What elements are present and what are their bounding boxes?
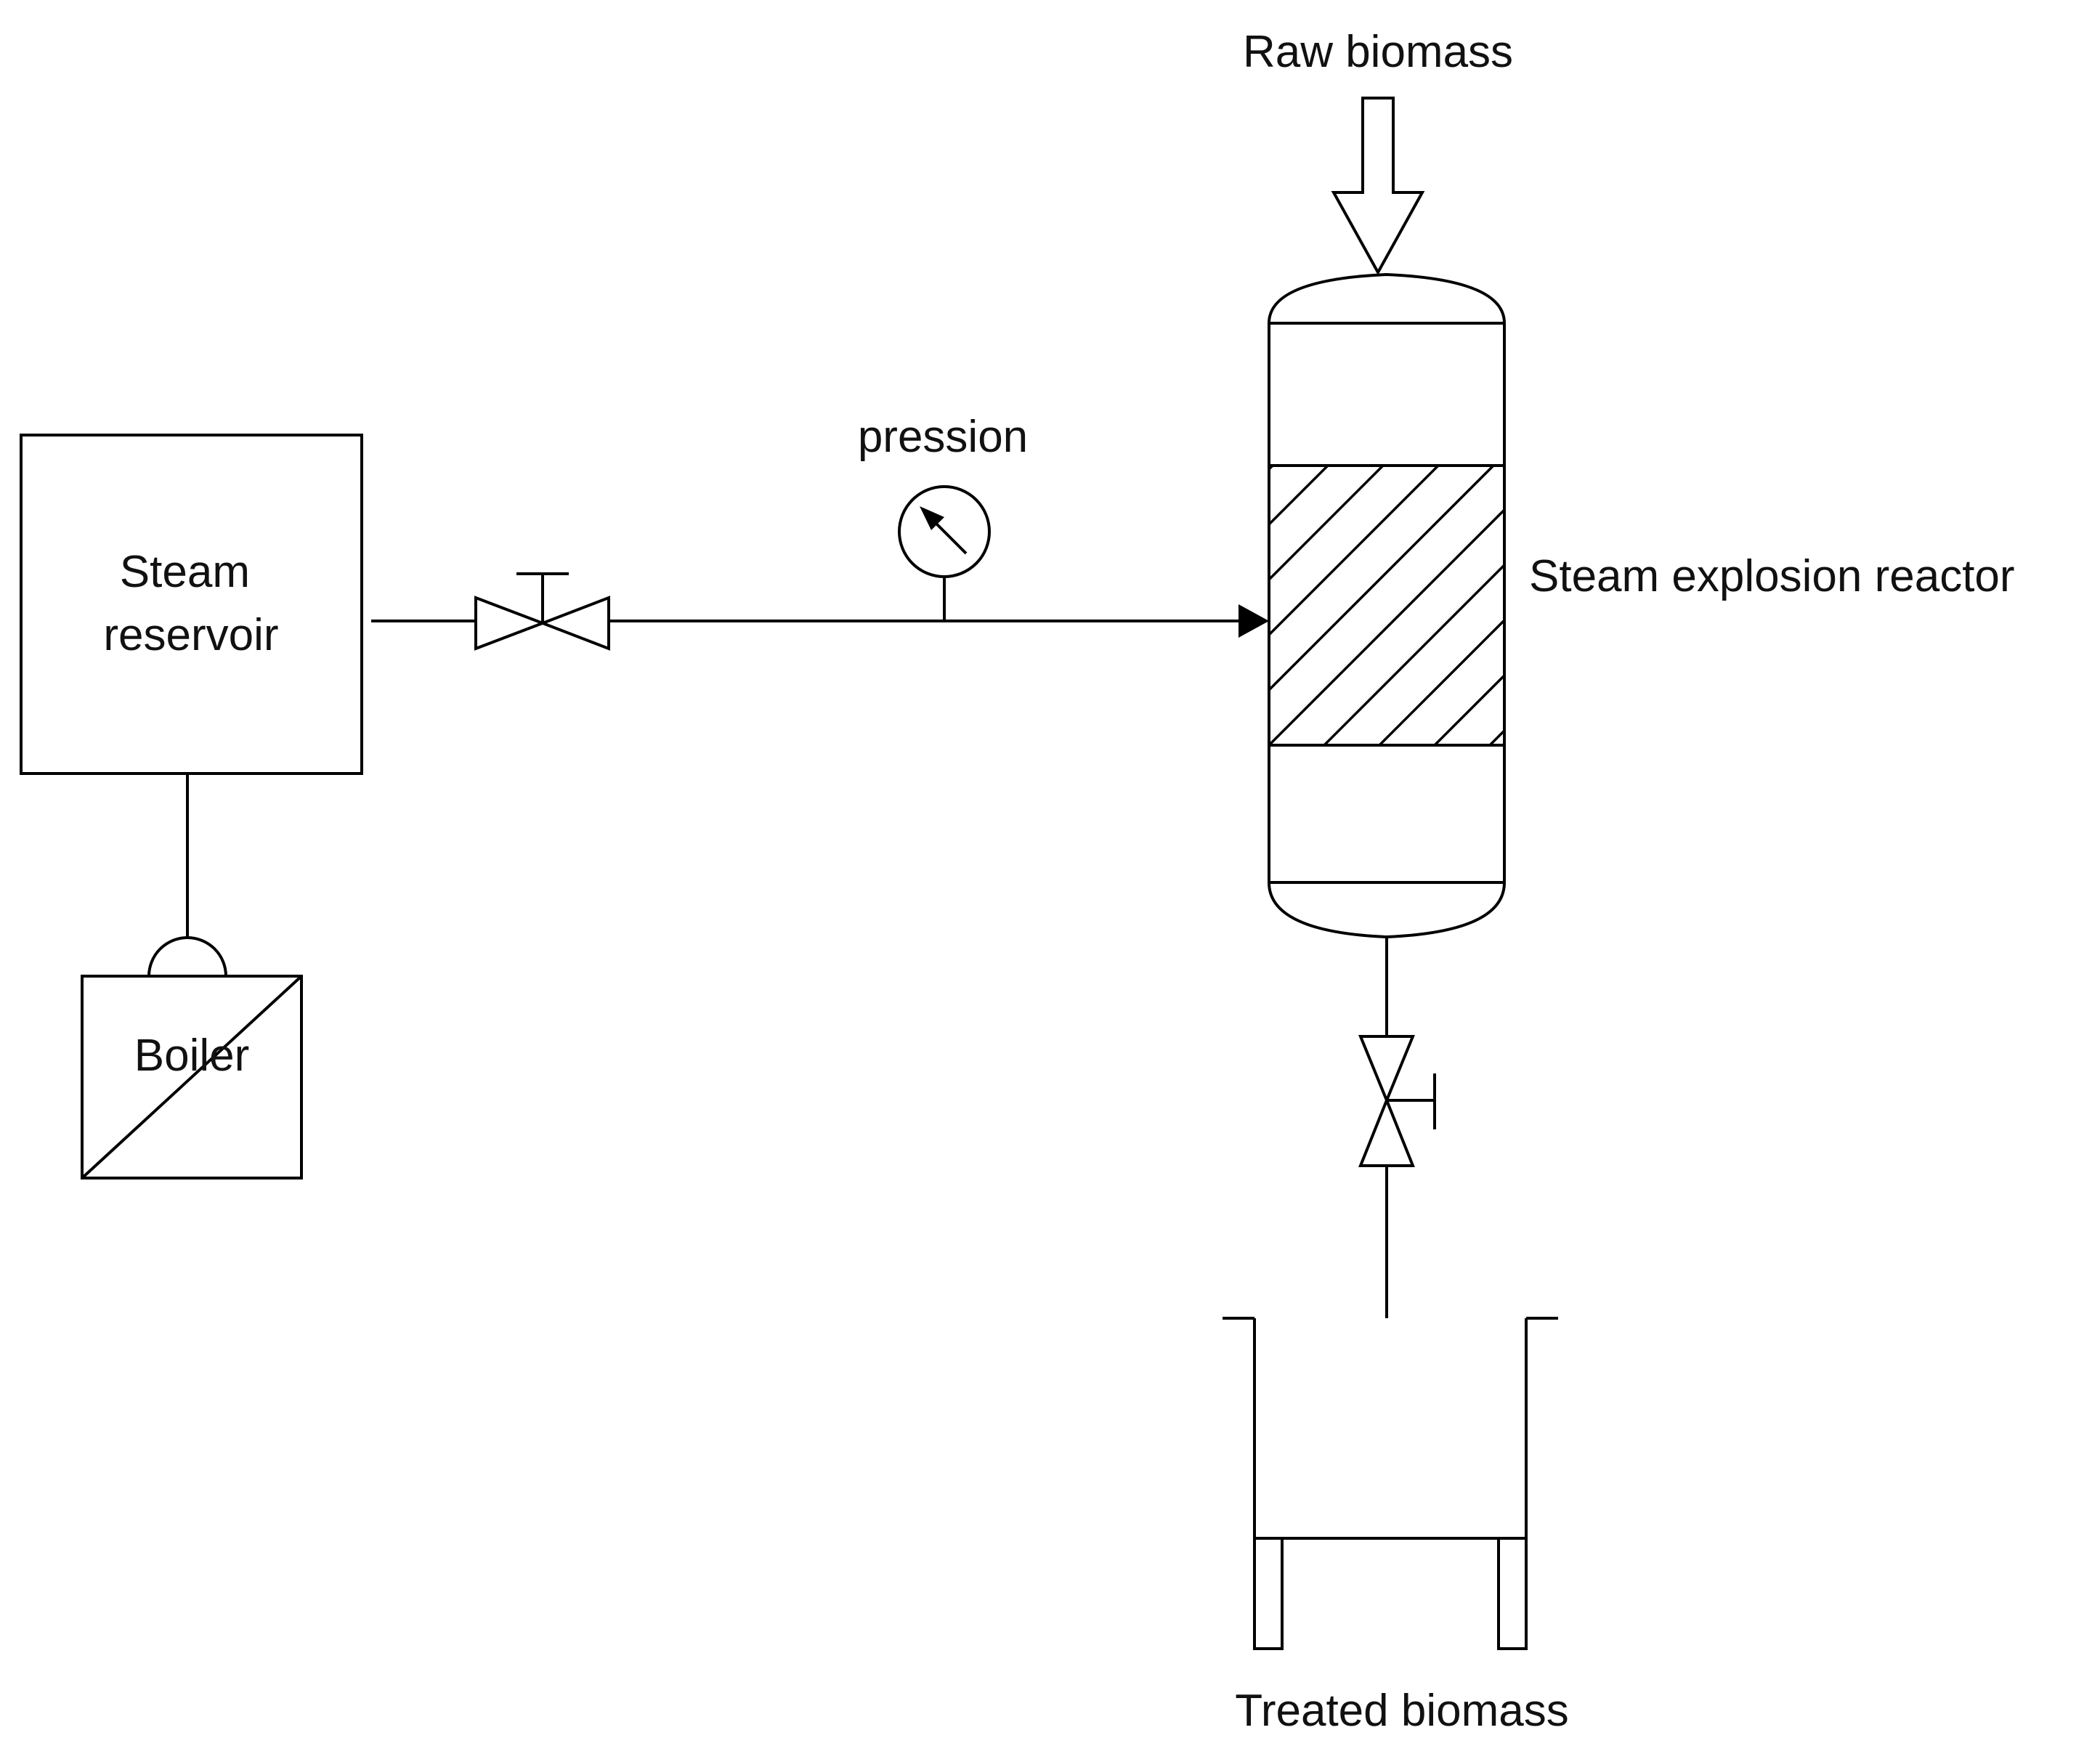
treated-biomass-label: Treated biomass: [1235, 1686, 1568, 1736]
steam-explosion-reactor-label: Steam explosion reactor: [1529, 551, 2015, 601]
down-arrow-icon: [1331, 97, 1425, 276]
collection-tank: [1223, 1317, 1558, 1650]
packed-bed: [1268, 464, 1506, 747]
tank-leg-right: [1497, 1537, 1528, 1650]
steam-explosion-reactor: [1268, 272, 1506, 939]
boiler: [81, 975, 303, 1179]
reactor-vessel-outline: [1268, 272, 1506, 939]
pressure-gauge-icon: [898, 485, 991, 621]
arrowhead-icon: [1238, 604, 1269, 638]
gate-valve-icon: [474, 572, 610, 651]
steam-reservoir: [20, 434, 363, 775]
raw-biomass-label: Raw biomass: [1243, 27, 1513, 77]
boiler-diagonal: [81, 975, 303, 1179]
packed-bed-hatching: [1269, 466, 1504, 745]
tank-leg-left: [1253, 1537, 1284, 1650]
boiler-steam-dome: [147, 936, 227, 977]
boiler-label: Boiler: [134, 1031, 250, 1081]
pression-label: pression: [858, 412, 1028, 462]
steam-reservoir-label: Steam reservoir: [103, 547, 278, 660]
outlet-valve-icon: [1358, 1035, 1436, 1167]
